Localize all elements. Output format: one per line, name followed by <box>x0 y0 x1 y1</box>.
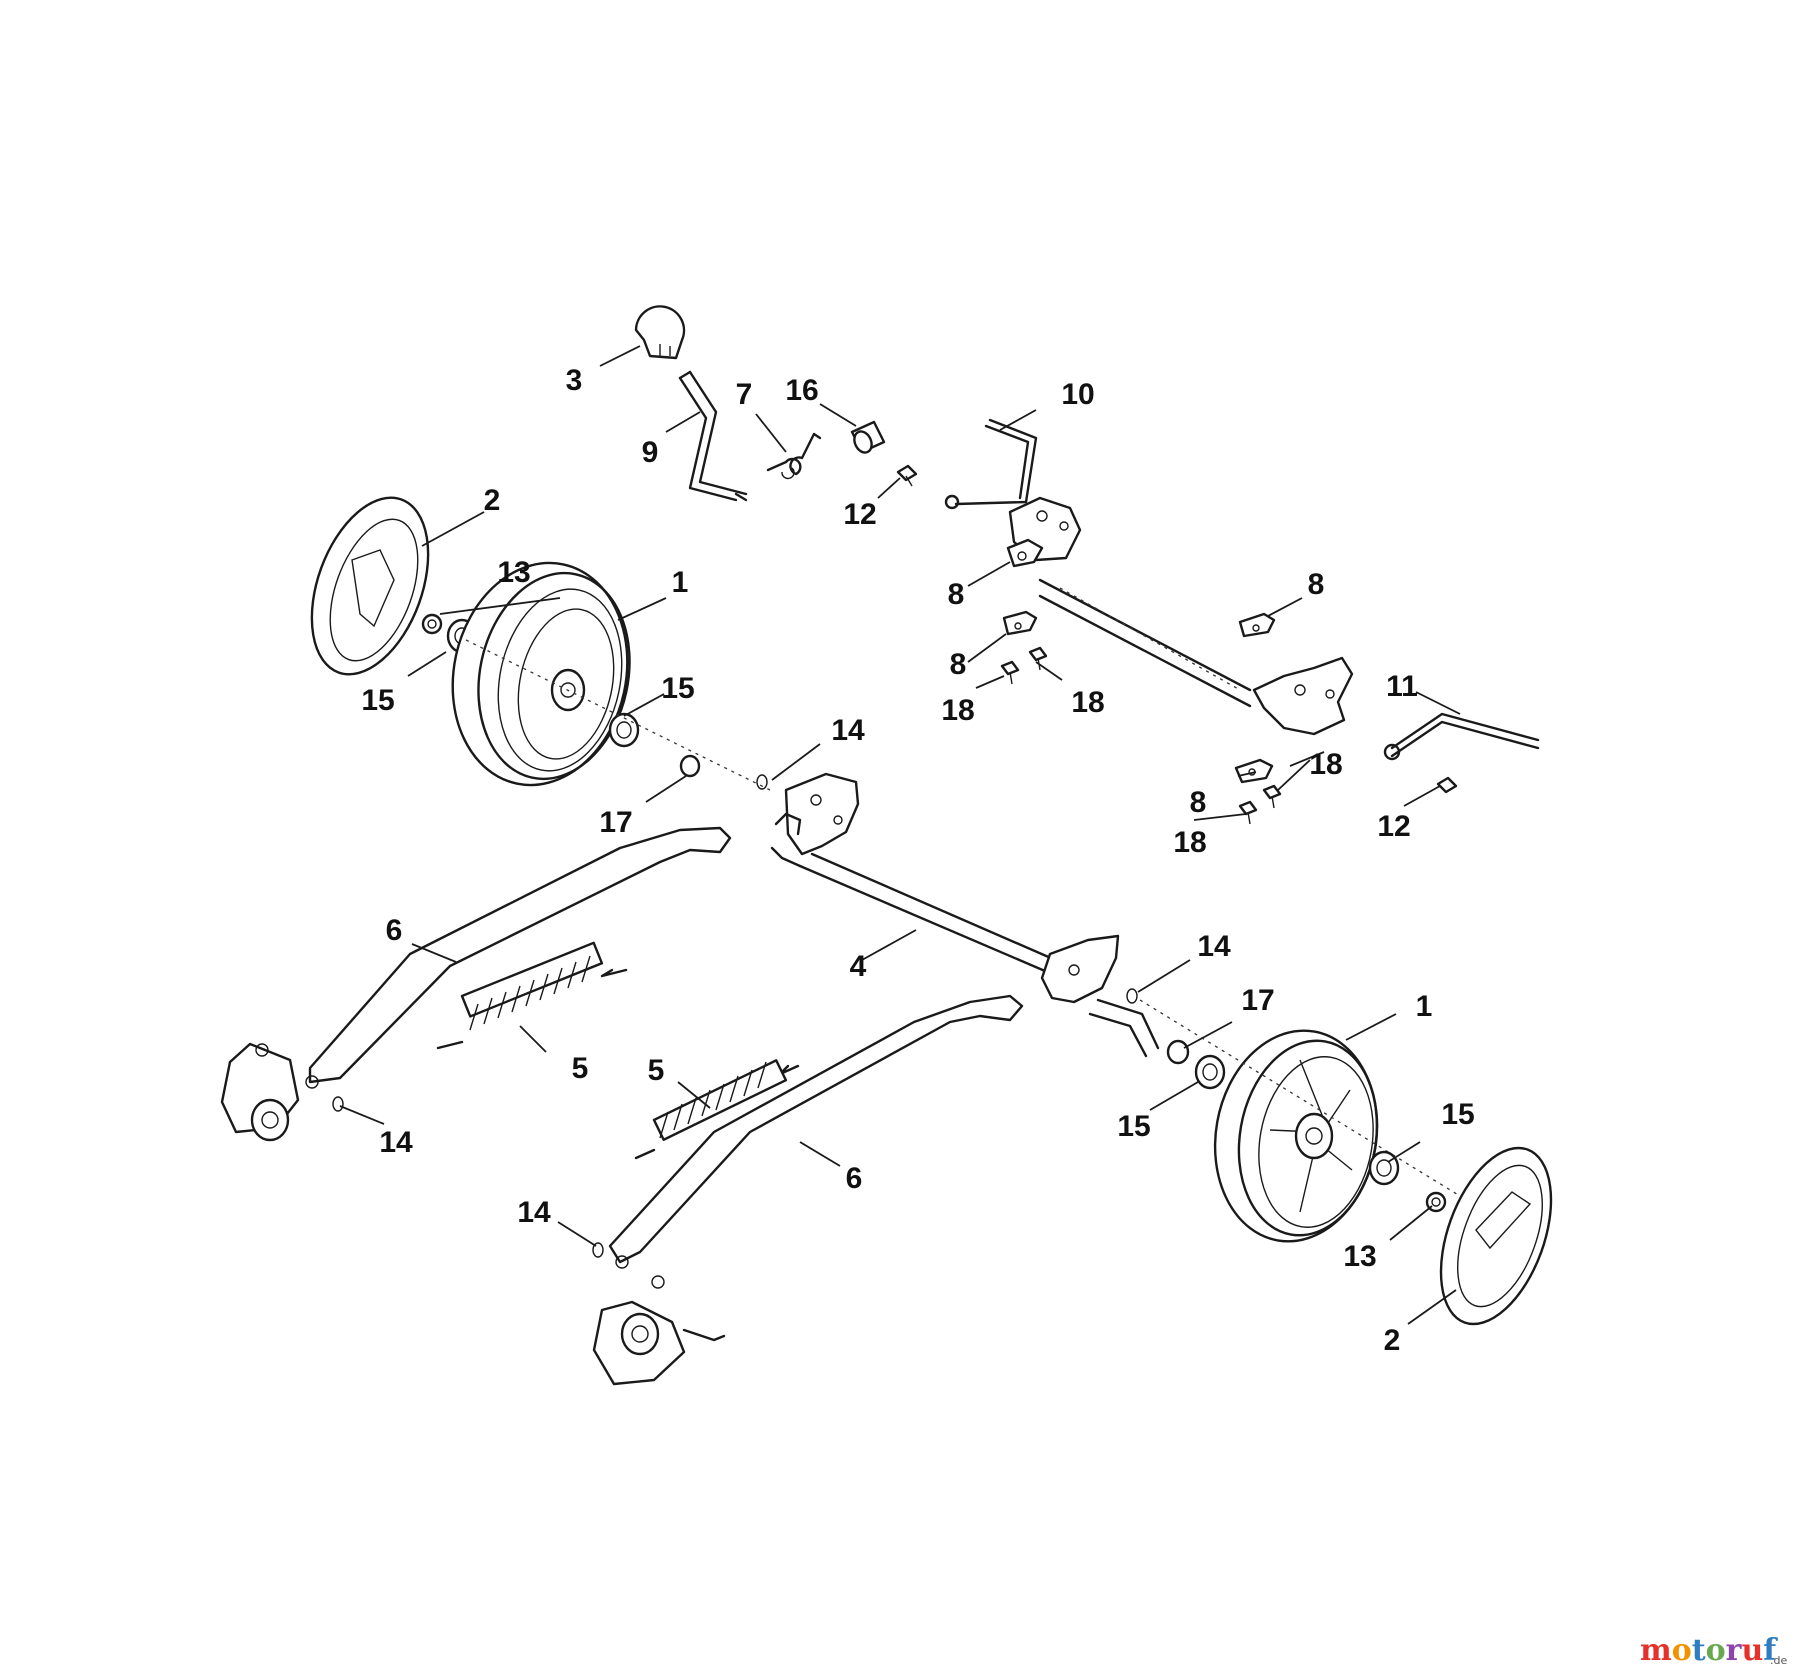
motoruf-logo: motoruf .de <box>1640 1633 1787 1668</box>
callout-15: 15 <box>661 672 694 705</box>
callout-6: 6 <box>386 914 403 947</box>
callout-16: 16 <box>785 374 818 407</box>
clip-part-right <box>1238 612 1276 638</box>
callout-2: 2 <box>484 484 501 517</box>
tension-spring-part-upper <box>436 941 628 1050</box>
callout-4: 4 <box>850 950 867 983</box>
spacer-part-left <box>679 754 701 778</box>
bolt-part-d <box>1238 800 1258 825</box>
callout-6: 6 <box>846 1162 863 1195</box>
clip-ring-part-left <box>756 774 768 790</box>
hubcap-part-right <box>1439 1146 1553 1326</box>
clip-ring-part-lower <box>592 1242 604 1258</box>
callout-1: 1 <box>672 566 689 599</box>
callout-17: 17 <box>1241 984 1274 1017</box>
callout-18: 18 <box>941 694 974 727</box>
callout-2: 2 <box>1384 1324 1401 1357</box>
tension-spring-part-lower <box>634 1059 800 1160</box>
callout-8: 8 <box>1190 786 1207 819</box>
adjust-lever-part <box>678 370 748 502</box>
hubcap-part-left <box>310 496 430 676</box>
logo-letter: o <box>1706 1633 1726 1668</box>
link-rod-part-lower <box>608 994 1024 1269</box>
logo-letter: t <box>1692 1633 1706 1668</box>
wheel-part-left <box>451 561 631 787</box>
link-rod-part-upper <box>305 826 732 1089</box>
callout-labels: 3 9 7 16 10 12 2 13 1 15 15 8 8 8 18 18 … <box>361 364 1474 1357</box>
logo-letter: m <box>1640 1633 1672 1668</box>
leader-lines <box>339 345 1461 1325</box>
bearing-part-right-inner <box>1194 1054 1226 1090</box>
logo-letter: f <box>1763 1633 1778 1668</box>
mount-part-left <box>220 1042 300 1142</box>
height-rod-part-right <box>1383 712 1540 761</box>
callout-18: 18 <box>1173 826 1206 859</box>
upper-bracket-part <box>1006 496 1082 568</box>
callout-14: 14 <box>1197 930 1231 963</box>
clip-part-lower <box>1234 758 1274 784</box>
right-bracket-part <box>1252 656 1354 736</box>
front-axle-part <box>770 772 1160 1058</box>
callout-5: 5 <box>572 1052 589 1085</box>
callout-8: 8 <box>948 578 965 611</box>
knob-part <box>634 305 686 360</box>
callout-5: 5 <box>648 1054 665 1087</box>
mount-part-lower <box>592 1275 726 1386</box>
callout-18: 18 <box>1071 686 1104 719</box>
spacer-part-right <box>1166 1039 1190 1065</box>
callout-8: 8 <box>1308 568 1325 601</box>
callout-11: 11 <box>1386 670 1418 703</box>
svg-text:motoruf: motoruf <box>1640 1633 1778 1668</box>
callout-7: 7 <box>736 378 753 411</box>
callout-13: 13 <box>497 556 530 589</box>
callout-12: 12 <box>843 498 876 531</box>
callout-14: 14 <box>379 1126 413 1159</box>
callout-18: 18 <box>1309 748 1342 781</box>
callout-14: 14 <box>517 1196 551 1229</box>
screw-part-upper <box>896 464 918 487</box>
logo-letter: o <box>1672 1633 1692 1668</box>
logo-letter: r <box>1726 1633 1743 1668</box>
bushing-part <box>850 420 886 454</box>
logo-suffix: .de <box>1770 1654 1787 1667</box>
callout-10: 10 <box>1061 378 1094 411</box>
callout-17: 17 <box>599 806 632 839</box>
callout-13: 13 <box>1343 1240 1376 1273</box>
torsion-spring-part <box>766 432 822 480</box>
callout-9: 9 <box>642 436 659 469</box>
bolt-part-c <box>1262 784 1282 809</box>
clip-part-mid <box>1002 610 1038 636</box>
height-rod-part <box>944 418 1038 510</box>
logo-letter: u <box>1741 1633 1763 1668</box>
clip-ring-part-right <box>1126 988 1138 1004</box>
screw-part-right <box>1436 776 1458 794</box>
nut-part-left <box>421 613 443 635</box>
callout-12: 12 <box>1377 810 1410 843</box>
callout-15: 15 <box>1441 1098 1474 1131</box>
wheel-part-right <box>1213 1029 1379 1243</box>
callout-14: 14 <box>831 714 865 747</box>
bearing-part-right-outer <box>1368 1150 1400 1186</box>
clip-ring-part-lower-left <box>332 1096 344 1112</box>
callout-1: 1 <box>1416 990 1433 1023</box>
rear-axle-part <box>1038 578 1252 708</box>
callout-3: 3 <box>566 364 583 397</box>
bolt-part-b <box>1028 646 1048 671</box>
callout-8: 8 <box>950 648 967 681</box>
bearing-part-left-inner <box>608 712 640 748</box>
bolt-part-a <box>1000 660 1020 685</box>
callout-15: 15 <box>361 684 394 717</box>
callout-15: 15 <box>1117 1110 1150 1143</box>
